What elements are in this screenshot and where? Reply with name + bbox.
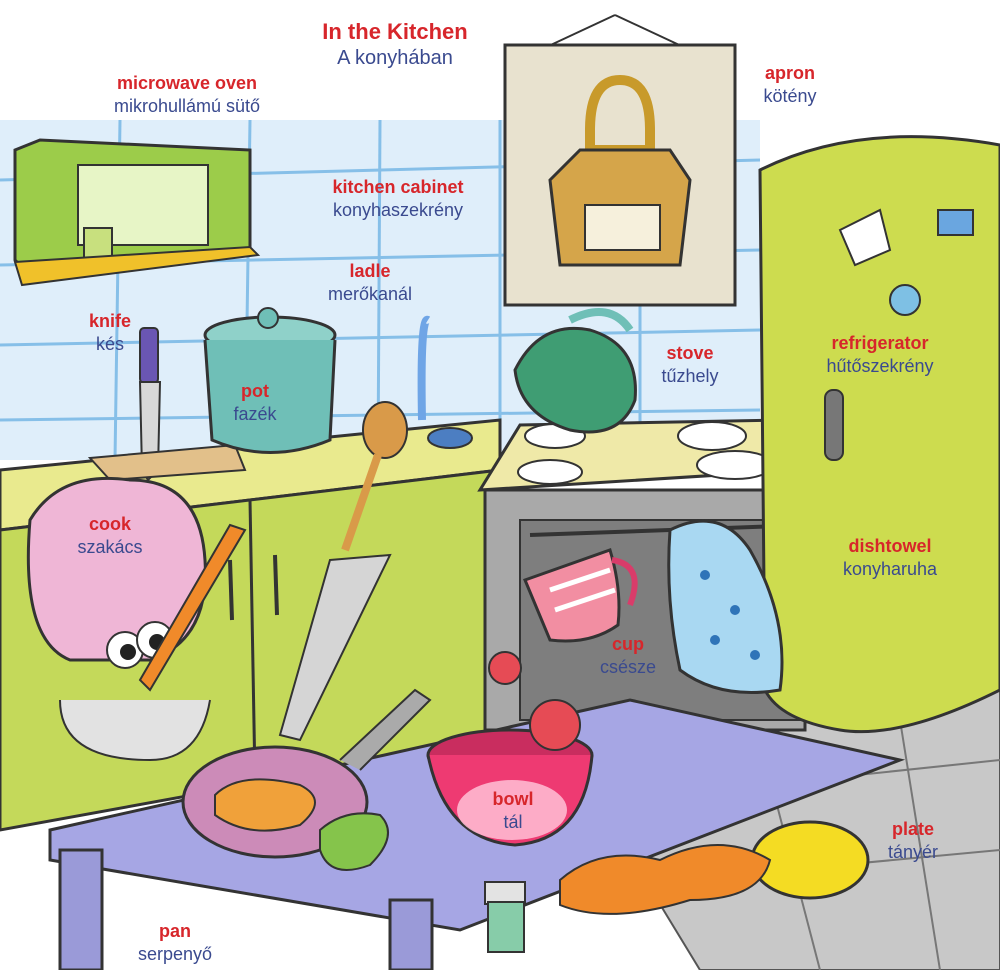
- label-english: knife: [88, 311, 132, 331]
- label-hungarian: tányér: [887, 841, 939, 862]
- label-english: pan: [158, 921, 191, 941]
- pan: [181, 688, 432, 871]
- label-hungarian: serpenyő: [137, 943, 213, 964]
- label-english: cook: [88, 514, 131, 534]
- microwave-oven: [13, 138, 261, 287]
- label-stove: stove tűzhely: [661, 342, 718, 387]
- label-english: bowl: [492, 789, 534, 809]
- label-english: pot: [241, 381, 269, 401]
- label-ladle: ladle merőkanál: [328, 260, 412, 305]
- salt-shaker: [484, 881, 526, 953]
- label-hungarian: tűzhely: [661, 365, 719, 386]
- knife: [87, 327, 247, 482]
- label-english: refrigerator: [831, 333, 929, 353]
- bowl: [426, 651, 594, 847]
- label-english: plate: [891, 819, 934, 839]
- apron: [503, 14, 737, 307]
- label-hungarian: kés: [95, 333, 125, 354]
- label-english: kitchen cabinet: [332, 177, 464, 197]
- pot: [203, 307, 337, 454]
- label-plate: plate tányér: [888, 818, 938, 863]
- label-cook: cook szakács: [77, 513, 142, 558]
- label-english: cup: [611, 634, 644, 654]
- label-english: apron: [764, 63, 816, 83]
- label-pan: pan serpenyő: [138, 920, 212, 965]
- label-knife: knife kés: [89, 310, 131, 355]
- title-english: In the Kitchen: [322, 19, 468, 44]
- label-apron: apron kötény: [763, 62, 816, 107]
- label-hungarian: mikrohullámú sütő: [113, 95, 261, 116]
- ladle: [417, 315, 473, 449]
- label-kitchen-cabinet: kitchen cabinet konyhaszekrény: [332, 176, 463, 221]
- plate: [559, 820, 870, 915]
- label-microwave-oven: microwave oven mikrohullámú sütő: [114, 72, 260, 117]
- label-hungarian: kötény: [763, 85, 817, 106]
- label-hungarian: fazék: [233, 403, 277, 424]
- label-hungarian: hűtőszekrény: [826, 355, 934, 376]
- kettle: [513, 308, 637, 434]
- label-hungarian: szakács: [77, 536, 143, 557]
- label-hungarian: tál: [503, 811, 523, 832]
- title-hungarian: A konyhában: [337, 46, 453, 69]
- label-english: dishtowel: [848, 536, 932, 556]
- refrigerator: [758, 135, 1000, 734]
- label-bowl: bowl tál: [493, 788, 534, 833]
- page-title: In the Kitchen A konyhában: [322, 18, 467, 71]
- label-cup: cup csésze: [600, 633, 656, 678]
- label-dishtowel: dishtowel konyharuha: [843, 535, 937, 580]
- label-english: stove: [666, 343, 714, 363]
- label-refrigerator: refrigerator hűtőszekrény: [826, 332, 933, 377]
- label-hungarian: merőkanál: [327, 283, 413, 304]
- utensils: [278, 401, 408, 742]
- label-hungarian: konyharuha: [842, 558, 938, 579]
- cook: [26, 476, 247, 762]
- cup: [523, 548, 638, 643]
- label-pot: pot fazék: [233, 380, 276, 425]
- label-english: ladle: [349, 261, 391, 281]
- dishtowel: [667, 519, 784, 694]
- label-hungarian: csésze: [599, 656, 657, 677]
- label-hungarian: konyhaszekrény: [332, 199, 464, 220]
- label-english: microwave oven: [116, 73, 258, 93]
